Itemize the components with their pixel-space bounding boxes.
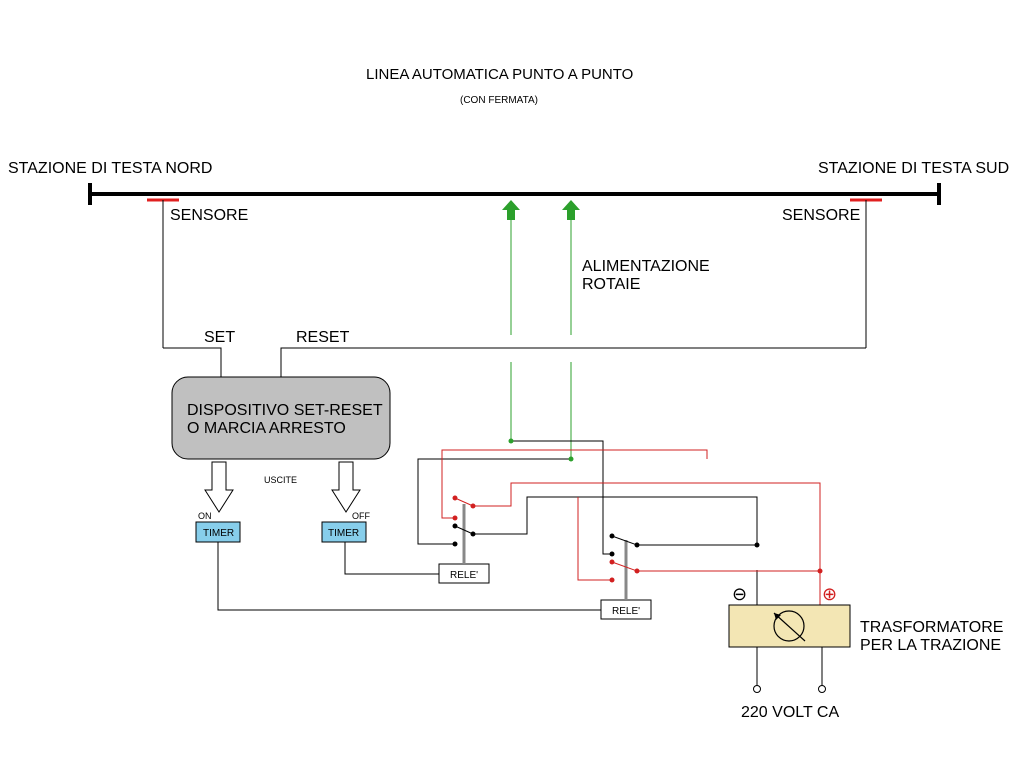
relay-lower-contacts — [609, 533, 640, 583]
reset-label: RESET — [296, 329, 350, 346]
timer-right-label: TIMER — [328, 528, 359, 539]
device-label-line2: O MARCIA ARRESTO — [187, 420, 346, 437]
junction-dots — [508, 438, 823, 574]
transformer-label-line1: TRASFORMATORE — [860, 619, 1003, 636]
transformer-minus-icon: ⊖ — [732, 584, 747, 604]
sensor-left — [147, 198, 179, 348]
on-label: ON — [198, 511, 212, 521]
mains-input-label: 220 VOLT CA — [741, 704, 839, 721]
transformer-dial-icon — [773, 610, 805, 642]
timer-right — [321, 521, 367, 543]
rail-feed-arrow-left — [502, 200, 520, 220]
relay-lower-label: RELE' — [612, 606, 640, 617]
timer-left-label: TIMER — [203, 528, 234, 539]
off-label: OFF — [352, 511, 370, 521]
diagram-title: LINEA AUTOMATICA PUNTO A PUNTO — [366, 66, 633, 83]
relay-upper-contacts — [452, 495, 476, 547]
set-reset-device — [171, 376, 391, 460]
device-label-line1: DISPOSITIVO SET-RESET — [187, 402, 383, 419]
rail-feed-arrow-right — [562, 200, 580, 220]
station-north-label: STAZIONE DI TESTA NORD — [8, 160, 212, 177]
relay-upper-label: RELE' — [450, 570, 478, 581]
output-arrow-on — [204, 461, 234, 513]
sensor-right-label: SENSORE — [782, 207, 860, 224]
transformer — [728, 604, 851, 648]
set-label: SET — [204, 329, 235, 346]
switching-wires-red — [441, 449, 821, 605]
timer-wires — [217, 542, 601, 611]
mains-input — [753, 647, 826, 693]
station-south-label: STAZIONE DI TESTA SUD — [818, 160, 1009, 177]
diagram-subtitle: (CON FERMATA) — [460, 95, 538, 106]
transformer-plus-icon: ⊕ — [822, 584, 837, 604]
rail-feed-wires — [510, 218, 572, 459]
set-reset-wires — [163, 347, 866, 377]
track — [88, 183, 941, 205]
sensor-left-label: SENSORE — [170, 207, 248, 224]
power-feed-label-line1: ALIMENTAZIONE — [582, 258, 710, 275]
sensor-right — [850, 198, 882, 348]
outputs-label: USCITE — [264, 475, 297, 485]
transformer-label-line2: PER LA TRAZIONE — [860, 637, 1001, 654]
switching-wires-black — [417, 440, 758, 605]
power-feed-label-line2: ROTAIE — [582, 276, 640, 293]
output-arrow-off — [331, 461, 361, 513]
